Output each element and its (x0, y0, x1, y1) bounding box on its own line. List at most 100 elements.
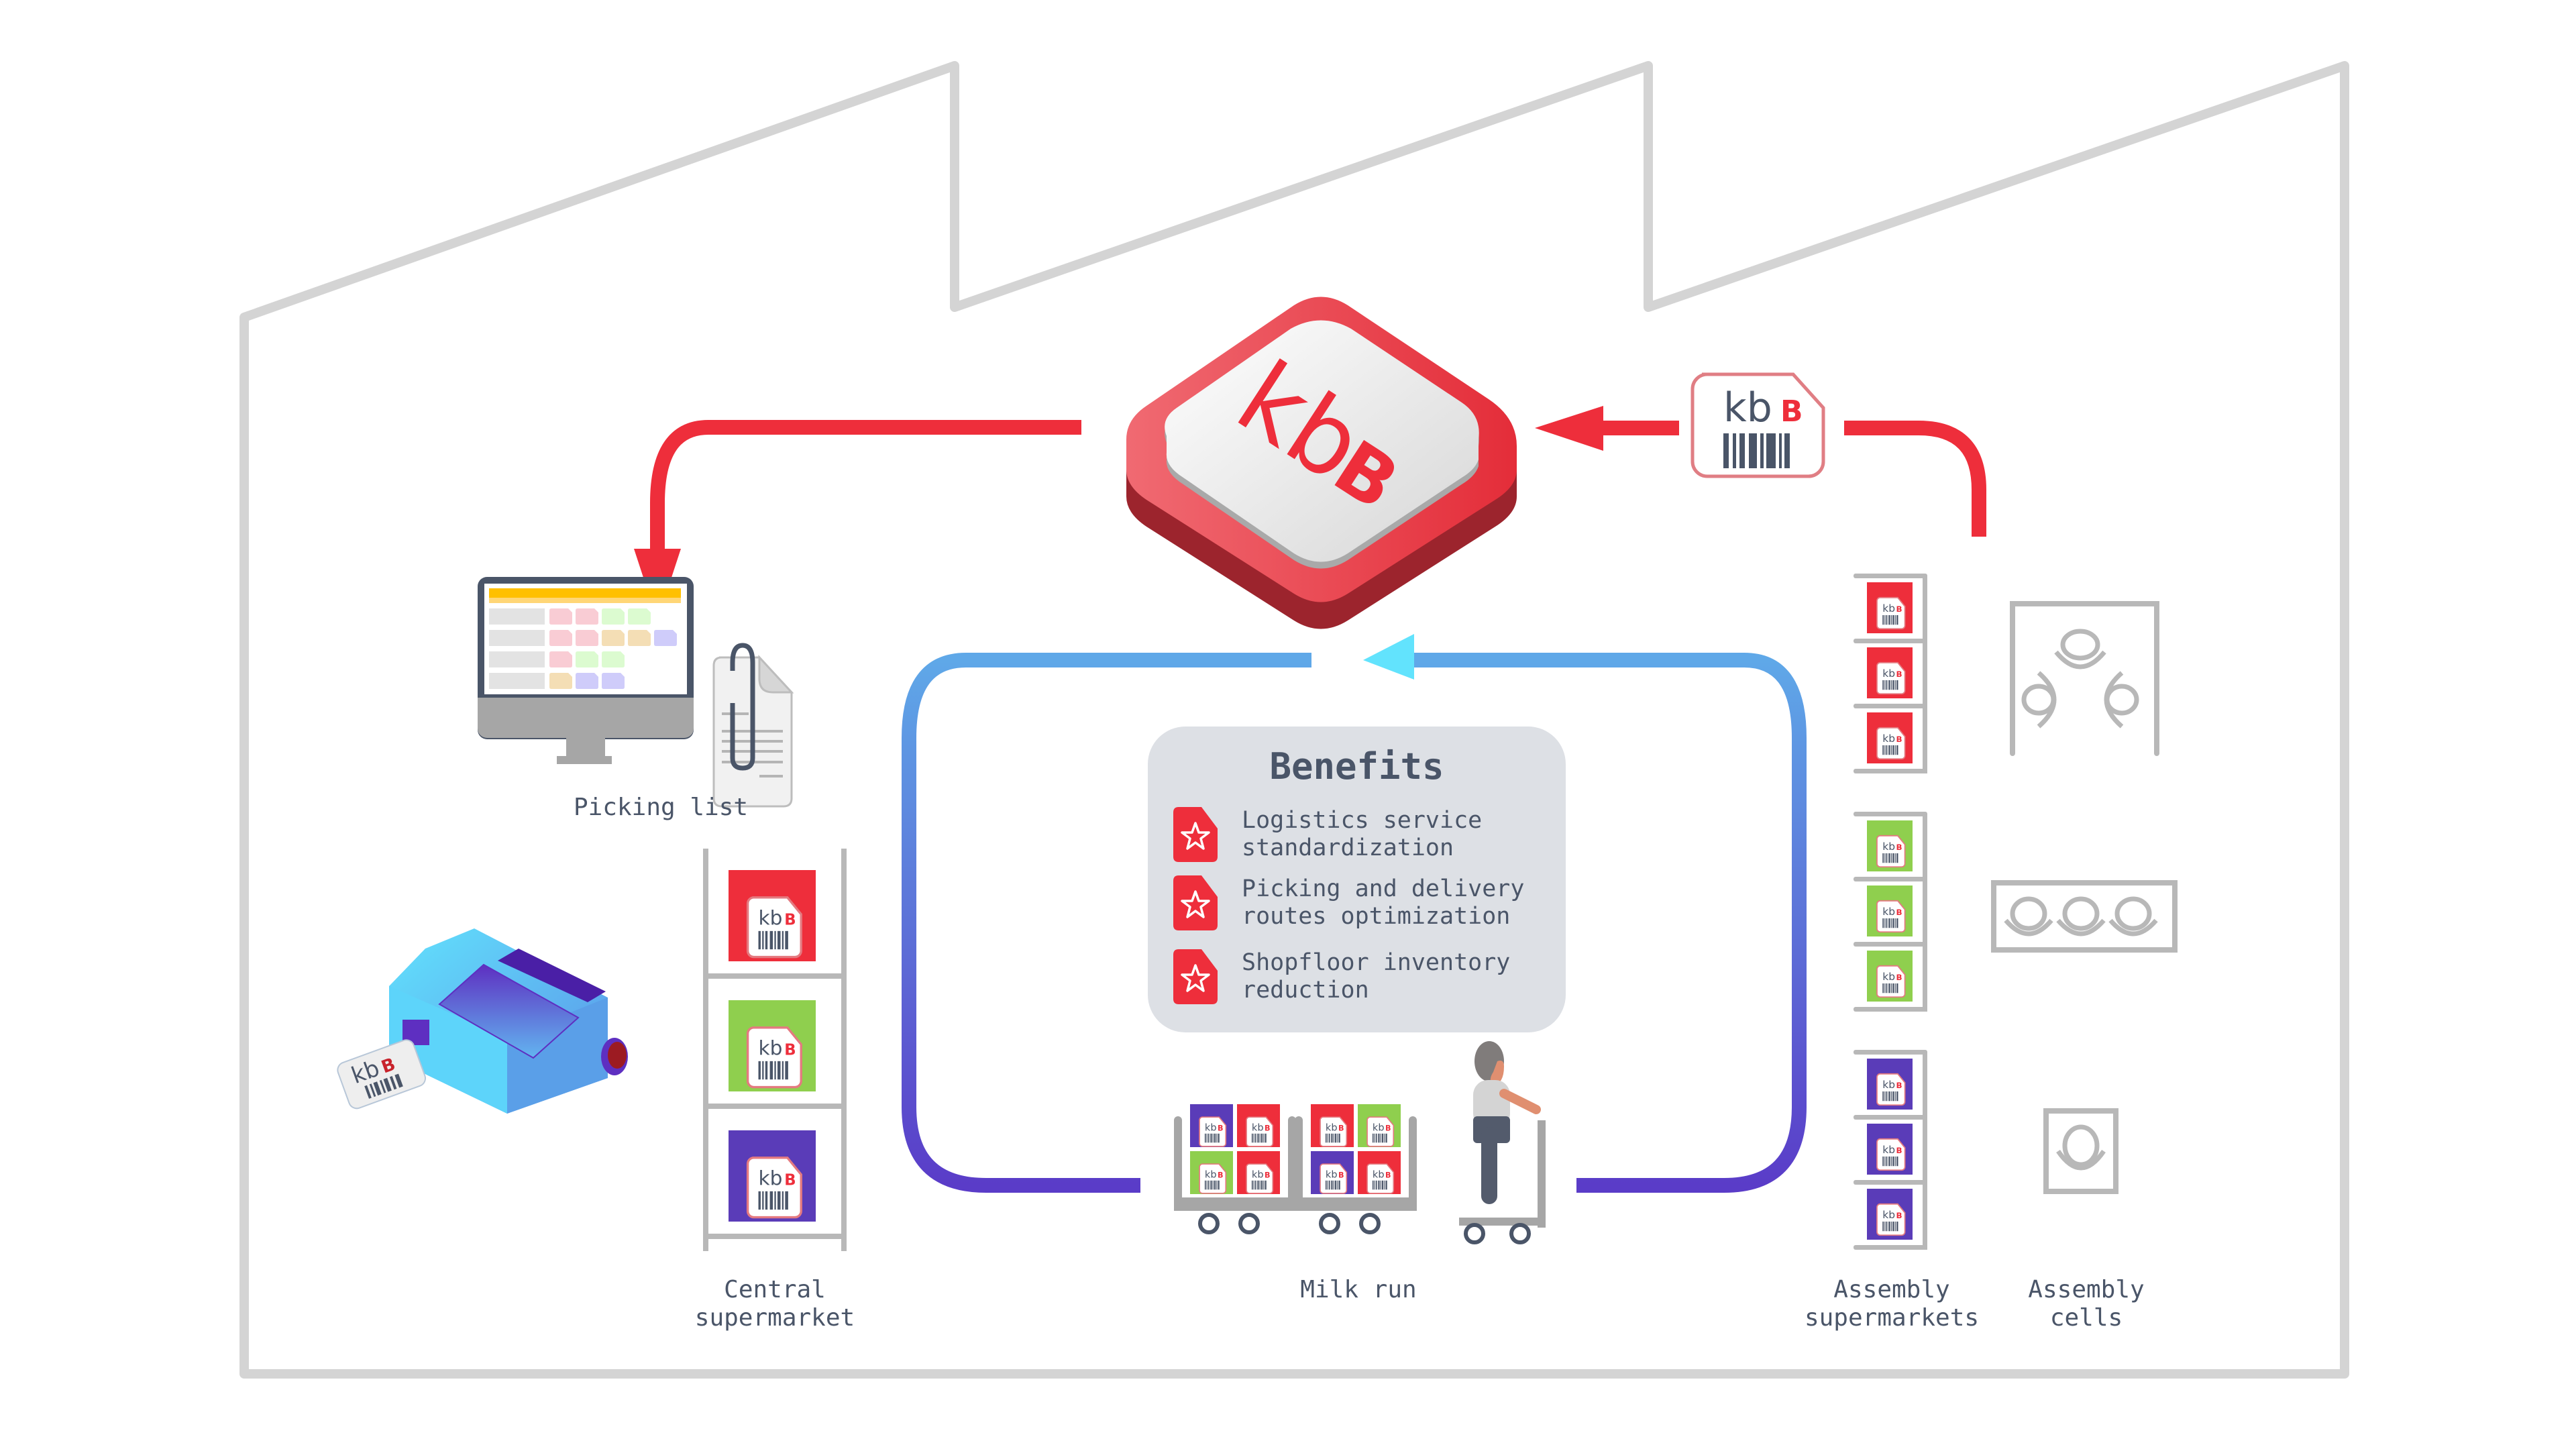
label-assembly-cells: Assembly cells (2028, 1276, 2145, 1332)
picking-card (549, 651, 572, 667)
svg-text:B: B (1780, 394, 1803, 429)
picking-card (576, 630, 598, 646)
assembly-cell-u-shape (2010, 601, 2159, 756)
assembly-bin (1867, 712, 1913, 763)
benefits-title: Benefits (1269, 745, 1444, 788)
cart-bin (1358, 1104, 1401, 1147)
assembly-bin (1867, 1124, 1913, 1175)
factory-outline (239, 61, 2349, 1379)
milk-run-train (1174, 1041, 1546, 1244)
kanban-card-icon (746, 1026, 802, 1089)
benefit-item: Logistics service standardization (1173, 807, 1552, 862)
assembly-rack (1854, 812, 1927, 1012)
svg-text:kb: kb (1723, 384, 1772, 431)
central-bin (729, 1130, 816, 1222)
kanban-card-icon (1320, 1163, 1348, 1194)
central-supermarket-rack (703, 849, 847, 1251)
assembly-supermarket-racks (1854, 574, 1927, 1250)
kanban-card-icon (1876, 596, 1906, 630)
cart-bin (1311, 1104, 1354, 1147)
assembly-bin (1867, 885, 1913, 936)
kanban-card-icon (1876, 965, 1906, 998)
kanban-card-icon (1199, 1163, 1227, 1194)
kanban-card-icon (1246, 1116, 1274, 1147)
star-icon (1173, 875, 1218, 930)
picking-card (602, 608, 625, 625)
picking-card (549, 608, 572, 625)
milk-run-cart (1174, 1104, 1296, 1234)
kbb-logo: kb B (1126, 297, 1517, 629)
picking-card (602, 630, 625, 646)
label-milk-run: Milk run (1300, 1276, 1417, 1303)
assembly-bin (1867, 1059, 1913, 1110)
benefit-text: Picking and delivery routes optimization (1242, 875, 1525, 930)
row-label-bar (489, 651, 545, 667)
star-icon (1173, 949, 1218, 1004)
milk-run-loop-arrow (902, 634, 1807, 1193)
central-bin (729, 870, 816, 961)
benefit-text: Logistics service standardization (1242, 807, 1483, 861)
barcode-icon (1723, 433, 1790, 468)
assembly-rack (1854, 574, 1927, 773)
cart-bin (1190, 1151, 1233, 1194)
cart-bin (1311, 1151, 1354, 1194)
kanban-card-icon (746, 896, 802, 959)
row-label-bar (489, 673, 545, 689)
kanban-card-icon (1199, 1116, 1227, 1147)
row-label-bar (489, 608, 545, 625)
assembly-cell-line (1991, 880, 2178, 953)
kanban-card-icon (1366, 1116, 1395, 1147)
assembly-bin (1867, 647, 1913, 698)
picking-card (628, 630, 651, 646)
kanban-card-icon (746, 1157, 802, 1219)
picking-card (576, 673, 598, 689)
kanban-card-icon (1876, 661, 1906, 695)
row-label-bar (489, 630, 545, 646)
picking-card (549, 630, 572, 646)
picking-list-monitor (478, 577, 694, 764)
cart-bin (1190, 1104, 1233, 1147)
assembly-bin (1867, 582, 1913, 633)
kanban-card-icon (1876, 1073, 1906, 1106)
kanban-card-icon (1246, 1163, 1274, 1194)
info-flow-arrow-left (634, 420, 1081, 621)
assembly-bin (1867, 1189, 1913, 1240)
picking-card (549, 673, 572, 689)
cart-bin (1358, 1151, 1401, 1194)
benefits-panel: Benefits Logistics service standardizati… (1148, 727, 1566, 1032)
kanban-card-icon (1366, 1163, 1395, 1194)
benefit-item: Shopfloor inventory reduction (1173, 949, 1552, 1004)
info-flow-arrow-right (1535, 406, 1986, 537)
document-clip-icon (712, 643, 794, 808)
picking-card (654, 630, 677, 646)
kanban-card-icon (1876, 900, 1906, 933)
picking-card (576, 608, 598, 625)
kanban-card: kb B (1690, 372, 1825, 478)
benefit-text: Shopfloor inventory reduction (1242, 949, 1511, 1004)
assembly-bin (1867, 951, 1913, 1002)
cart-bin (1237, 1151, 1280, 1194)
milk-run-cart (1295, 1104, 1417, 1234)
picking-card (602, 673, 625, 689)
picking-card (576, 651, 598, 667)
assembly-bin (1867, 820, 1913, 871)
kanban-card-icon (1876, 727, 1906, 760)
assembly-rack (1854, 1050, 1927, 1250)
operator-person-icon (1459, 1041, 1546, 1244)
kanban-card-icon (1876, 1138, 1906, 1171)
cart-bin (1237, 1104, 1280, 1147)
kanban-card-icon (1876, 835, 1906, 868)
label-central-supermarket: Central supermarket (694, 1276, 855, 1332)
kanban-card-icon (1320, 1116, 1348, 1147)
picking-card (602, 651, 625, 667)
kanban-printer: kb B (337, 928, 628, 1114)
kanban-card-icon (1876, 1203, 1906, 1236)
label-assembly-supermarkets: Assembly supermarkets (1804, 1276, 1980, 1332)
assembly-cell-single (2043, 1108, 2118, 1194)
star-icon (1173, 807, 1218, 862)
label-picking-list: Picking list (573, 794, 749, 821)
central-bin (729, 1000, 816, 1091)
picking-card (628, 608, 651, 625)
benefit-item: Picking and delivery routes optimization (1173, 875, 1552, 930)
